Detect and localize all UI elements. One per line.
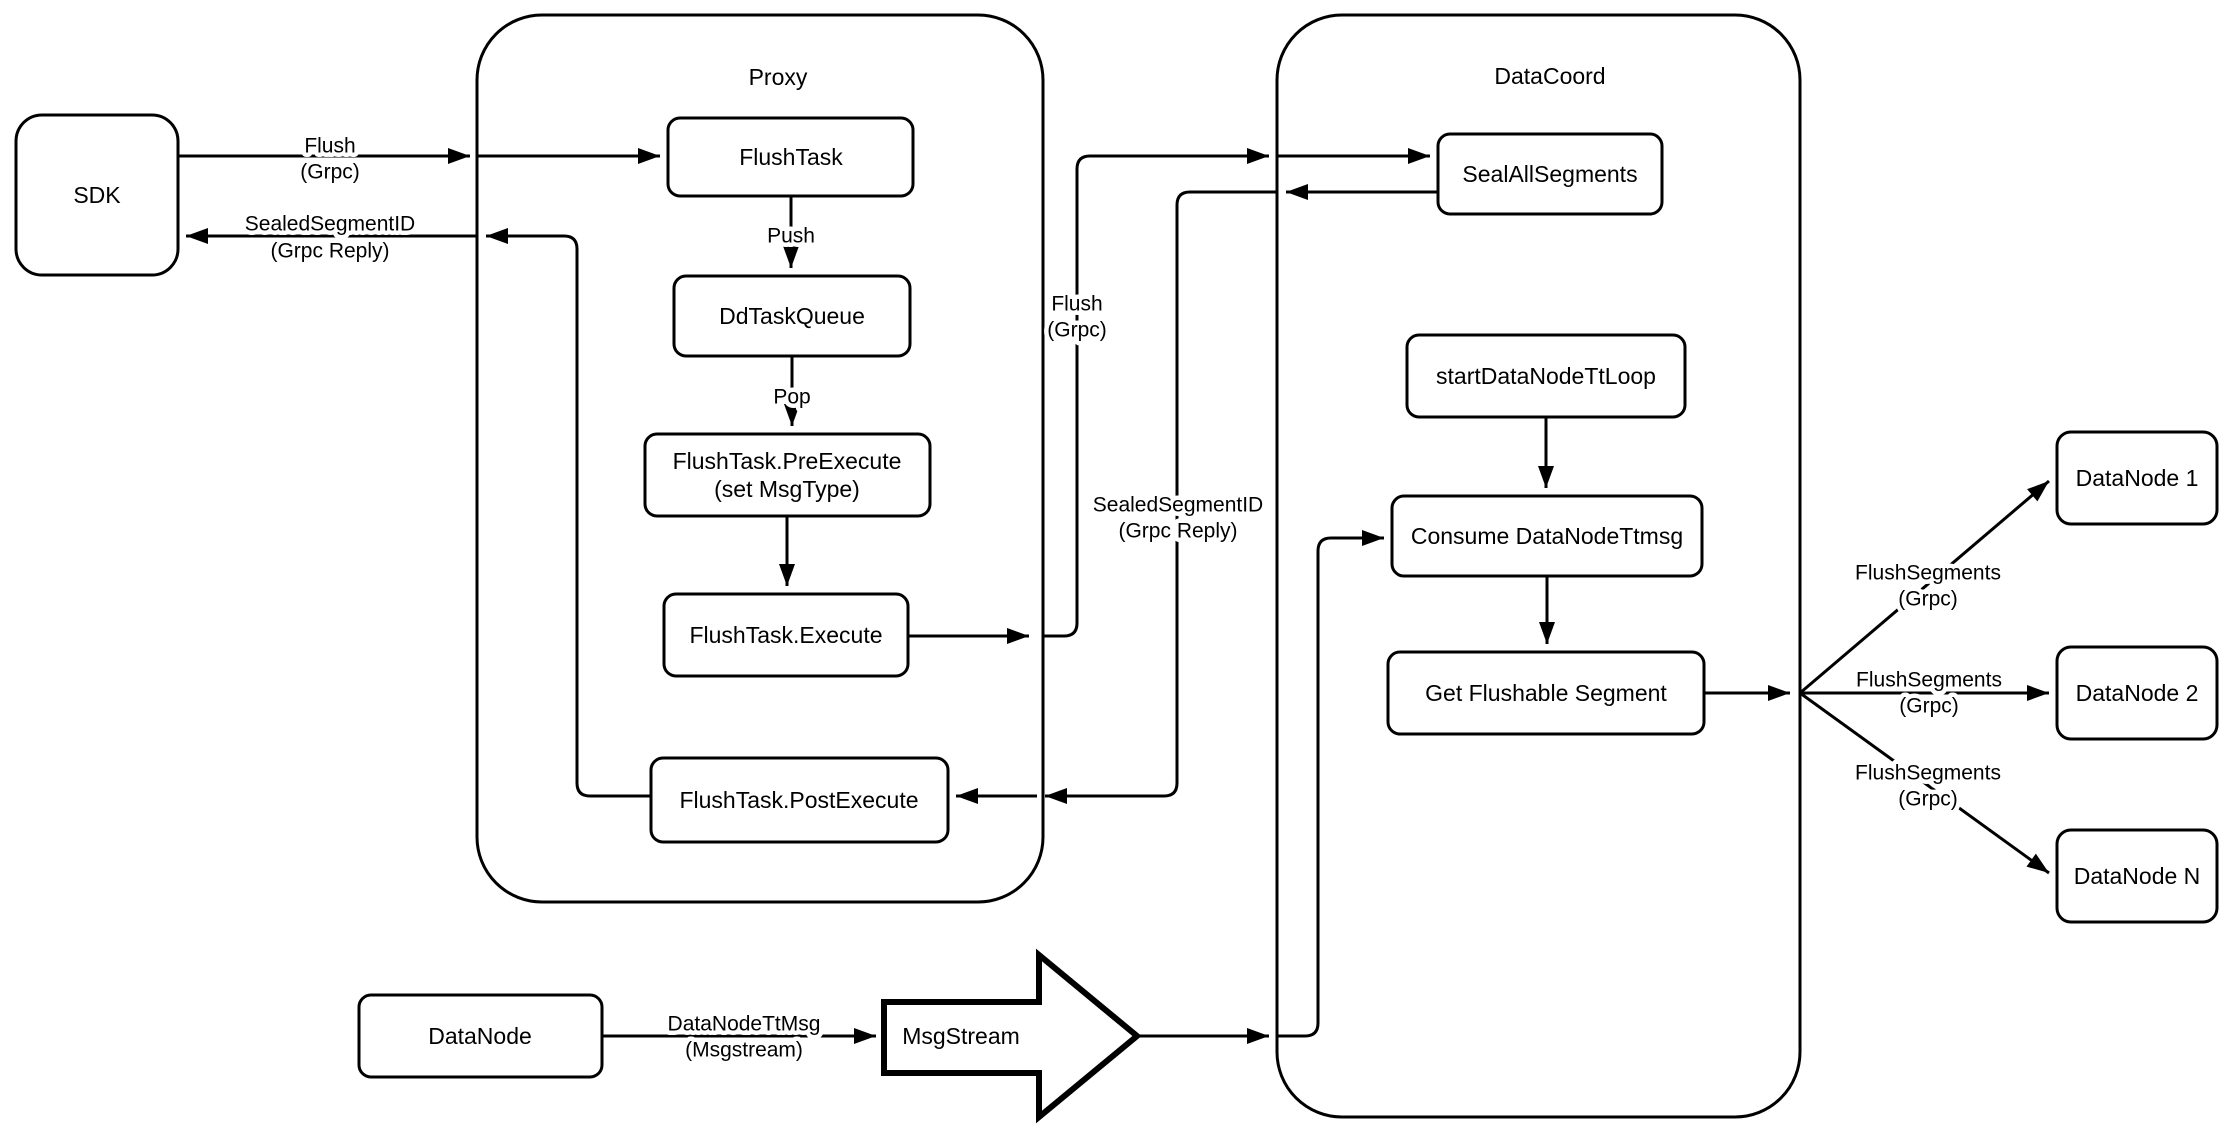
edge-label-flushsegments2-line1: FlushSegments <box>1856 669 2002 692</box>
edge-label-flushsegments1-line1: FlushSegments <box>1855 562 2001 585</box>
flushtask-execute-node-label: FlushTask.Execute <box>689 622 882 648</box>
flushtask-postexecute-node-label: FlushTask.PostExecute <box>679 787 918 813</box>
datanoden-node <box>2055 828 2219 924</box>
datanode2-node-label: DataNode 2 <box>2076 680 2199 706</box>
edge-proxy-to-datacoord-flush <box>1043 148 1269 638</box>
flushtask-postexecute-node <box>649 756 950 844</box>
datanoden-node-label: DataNode N <box>2074 863 2201 889</box>
flushtask-preexecute-node-label-line2: (set MsgType) <box>714 476 860 502</box>
edge-label-sealedsegmentid-mid-line2: (Grpc Reply) <box>1118 520 1237 543</box>
datanode1-node-label: DataNode 1 <box>2076 465 2199 491</box>
edge-label-flush-grpc-left-line1: Flush <box>304 135 355 158</box>
msgstream-arrow-shape <box>881 948 1142 1124</box>
sdk-node-label: SDK <box>73 182 121 208</box>
edge-label-flushsegments3-line2: (Grpc) <box>1898 788 1958 811</box>
sealallsegments-node <box>1436 132 1664 216</box>
msgstream-label: MsgStream <box>902 1023 1020 1049</box>
proxy-container-label: Proxy <box>749 64 808 90</box>
consume-datanodettmsg-node-label: Consume DataNodeTtmsg <box>1411 523 1683 549</box>
edge-label-push: Push <box>767 225 815 248</box>
consume-datanodettmsg-node <box>1390 494 1704 578</box>
edge-label-pop: Pop <box>773 386 810 409</box>
get-flushable-segment-node <box>1386 650 1706 736</box>
datanode2-node <box>2055 645 2219 741</box>
edge-label-sealedsegmentid-left-line1: SealedSegmentID <box>245 213 415 236</box>
edge-postexecute-to-proxy-edge <box>486 228 651 798</box>
edge-label-sealedsegmentid-mid-line1: SealedSegmentID <box>1093 494 1263 517</box>
flushtask-node <box>666 116 915 198</box>
datanode1-node <box>2055 430 2219 526</box>
datacoord-container <box>1275 13 1802 1119</box>
edge-label-flushsegments3-line1: FlushSegments <box>1855 762 2001 785</box>
edge-label-flushsegments2-line2: (Grpc) <box>1899 695 1959 718</box>
get-flushable-segment-node-label: Get Flushable Segment <box>1425 680 1667 706</box>
edge-fan-to-datanode1 <box>1799 479 2050 695</box>
edge-label-flush-grpc-mid-line1: Flush <box>1051 293 1102 316</box>
sdk-node <box>14 113 180 277</box>
proxy-container <box>475 13 1045 904</box>
ddtaskqueue-node-label: DdTaskQueue <box>719 303 865 329</box>
sealallsegments-node-label: SealAllSegments <box>1462 161 1637 187</box>
flushtask-preexecute-node-label-line1: FlushTask.PreExecute <box>673 448 902 474</box>
startdatanodettloop-node <box>1405 333 1687 419</box>
edge-datacoord-edge-to-consume <box>1277 530 1384 1038</box>
datanode-bottom-node <box>357 993 604 1079</box>
edge-label-datanodettmsg-line1: DataNodeTtMsg <box>668 1013 821 1036</box>
datacoord-container-label: DataCoord <box>1494 63 1605 89</box>
edge-label-flush-grpc-left-line2: (Grpc) <box>300 161 360 184</box>
edge-datacoord-to-proxy-reply <box>1045 190 1277 804</box>
ddtaskqueue-node <box>672 274 912 358</box>
edge-label-flushsegments1-line2: (Grpc) <box>1898 588 1958 611</box>
edge-fan-to-datanoden <box>1799 691 2050 875</box>
startdatanodettloop-node-label: startDataNodeTtLoop <box>1436 363 1656 389</box>
flushtask-execute-node <box>662 592 910 678</box>
edge-label-sealedsegmentid-left-line2: (Grpc Reply) <box>270 240 389 263</box>
edge-label-datanodettmsg-line2: (Msgstream) <box>685 1039 803 1062</box>
flushtask-node-label: FlushTask <box>739 144 843 170</box>
flushtask-preexecute-node <box>643 432 932 518</box>
edge-label-flush-grpc-mid-line2: (Grpc) <box>1047 319 1107 342</box>
datanode-bottom-node-label: DataNode <box>428 1023 532 1049</box>
